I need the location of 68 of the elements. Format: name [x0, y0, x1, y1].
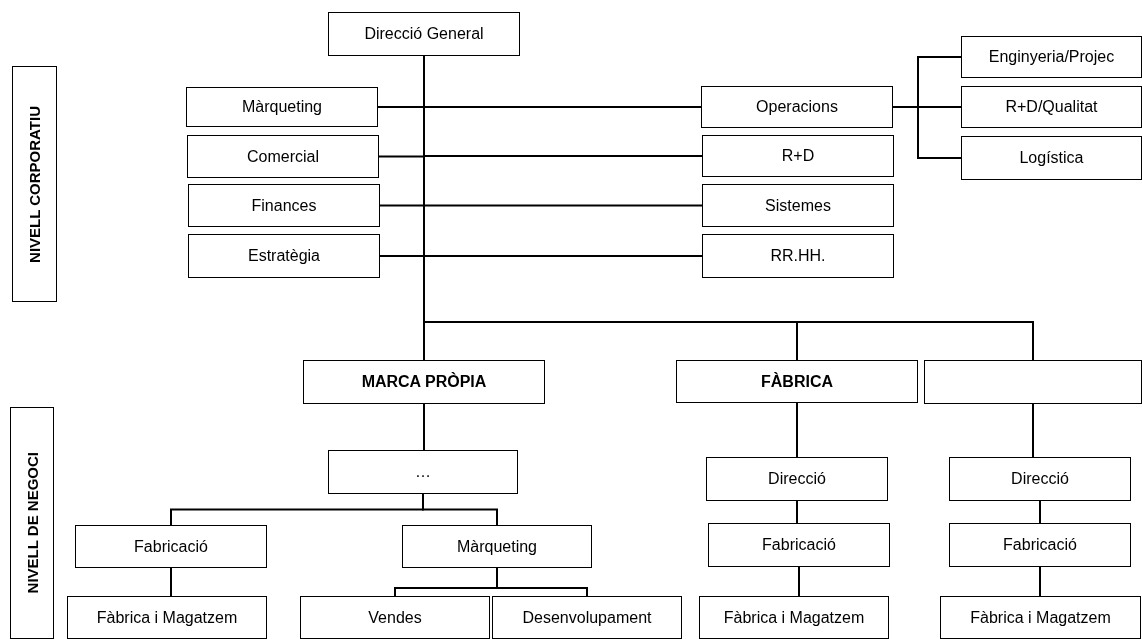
box-label: Direcció [768, 470, 826, 488]
level-label: NIVELL DE NEGOCI [23, 452, 41, 594]
connector-line [496, 567, 588, 597]
org-box [676, 360, 918, 403]
box-label: Màrqueting [456, 537, 537, 556]
org-box [949, 523, 1131, 567]
box-label: Fàbrica i Magatzem [96, 608, 238, 627]
org-box [702, 135, 894, 177]
org-box [706, 457, 888, 501]
connector-line [796, 500, 798, 524]
connector-line [1032, 403, 1034, 458]
org-box [701, 86, 893, 128]
box-label: Fabricació [1003, 536, 1077, 554]
connector-line [1039, 566, 1041, 597]
connector-line [422, 493, 498, 526]
org-box [300, 596, 490, 639]
connector-line [892, 106, 962, 159]
box-label: Estratègia [247, 247, 320, 265]
level-label-box [10, 407, 54, 639]
box-label: Sistemes [765, 196, 831, 215]
org-box [492, 596, 682, 639]
org-box [961, 136, 1142, 180]
box-label: Direcció [1011, 470, 1069, 488]
org-box [328, 450, 518, 494]
box-label: FÀBRICA [761, 372, 833, 391]
org-box [402, 525, 592, 568]
org-box [328, 12, 520, 56]
connector-line [798, 566, 800, 597]
box-label: Màrqueting [241, 98, 322, 116]
org-box [186, 87, 378, 127]
org-box [940, 596, 1141, 639]
box-label: Fabricació [134, 537, 208, 556]
org-box [702, 184, 894, 227]
box-label: … [415, 463, 431, 481]
org-box [708, 523, 890, 567]
connector-line [796, 402, 798, 458]
box-label: Fàbrica i Magatzem [970, 608, 1111, 627]
org-box [67, 596, 267, 639]
box-label: Fabricació [762, 536, 836, 554]
empty-box [924, 360, 1142, 404]
box-label: Operacions [756, 98, 838, 116]
box-label: Desenvolupament [522, 608, 652, 627]
org-box [961, 86, 1142, 128]
org-box [187, 135, 379, 178]
org-box [303, 360, 545, 404]
box-label: Vendes [368, 608, 422, 627]
box-label: Fàbrica i Magatzem [723, 608, 865, 627]
box-label: Enginyeria/Projec [988, 48, 1115, 66]
org-box [949, 457, 1131, 501]
connector-line [170, 567, 172, 597]
box-label: R+D [781, 147, 815, 165]
org-box [961, 36, 1142, 78]
box-label: RR.HH. [770, 247, 826, 265]
box-label: R+D/Qualitat [1005, 98, 1098, 116]
box-label: MARCA PRÒPIA [361, 373, 487, 391]
org-box [188, 184, 380, 227]
connector-line [1039, 500, 1041, 524]
org-box [75, 525, 267, 568]
org-box [702, 234, 894, 278]
box-label: Finances [251, 196, 317, 215]
org-box [188, 234, 380, 278]
box-label: Comercial [247, 147, 319, 166]
level-label-box [12, 66, 57, 302]
org-box [699, 596, 889, 639]
connector-line [423, 403, 425, 451]
level-label: NIVELL CORPORATIU [26, 105, 43, 263]
box-label: Direcció General [364, 25, 484, 43]
box-label: Logística [1019, 149, 1084, 167]
